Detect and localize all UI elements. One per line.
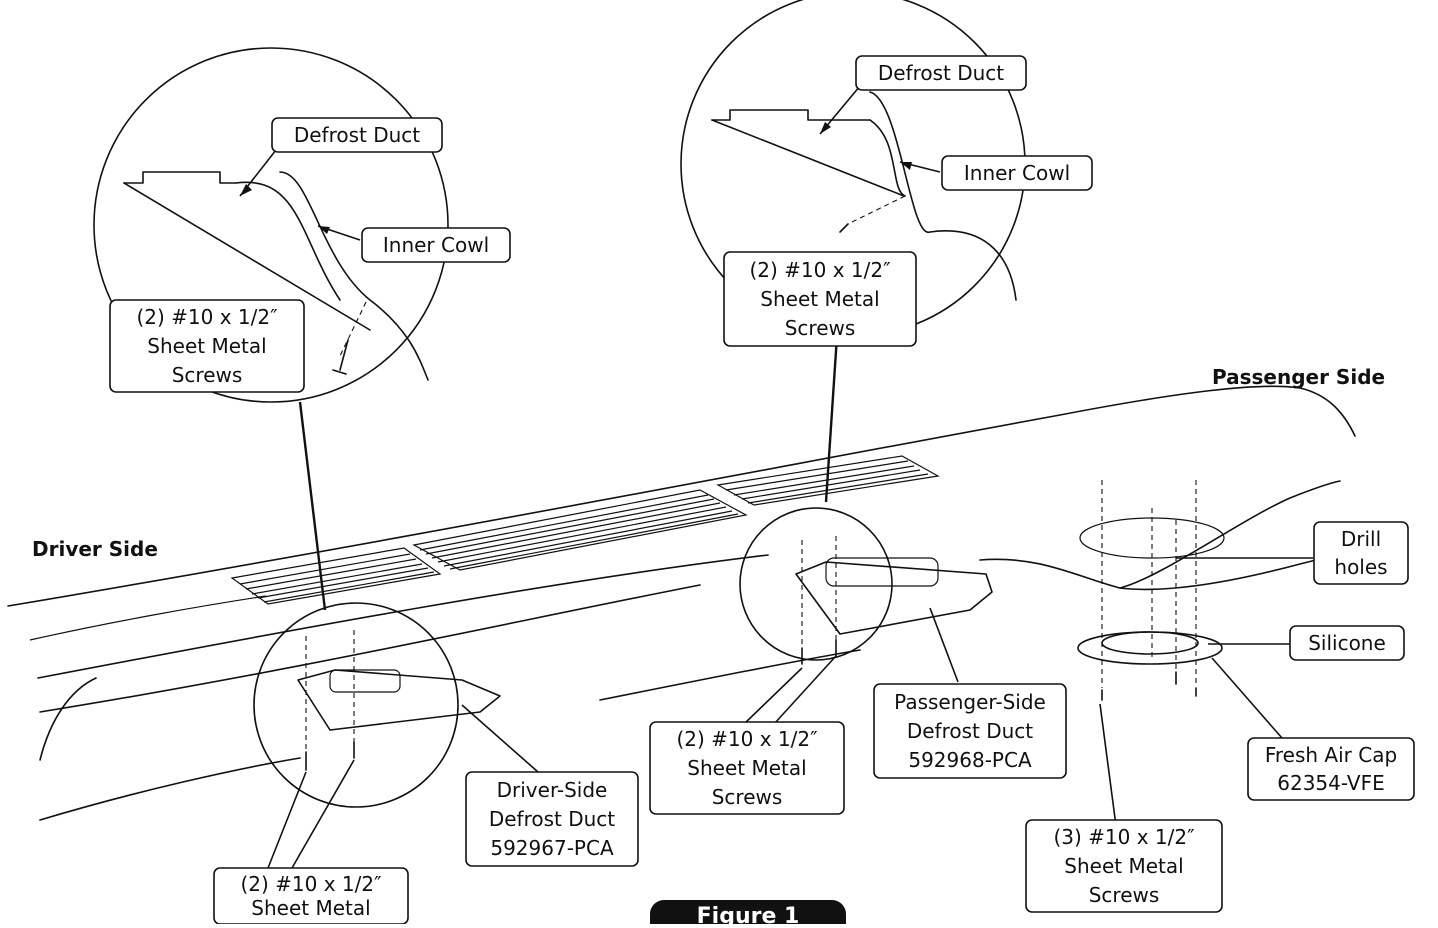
svg-text:(2) #10 x 1/2″: (2) #10 x 1/2″	[749, 258, 890, 282]
passenger-duct-circle	[739, 507, 993, 725]
svg-text:Screws: Screws	[785, 316, 856, 340]
svg-text:Inner Cowl: Inner Cowl	[964, 161, 1070, 185]
svg-text:Figure 1: Figure 1	[697, 904, 800, 924]
svg-text:Driver-Side: Driver-Side	[497, 778, 608, 802]
svg-text:holes: holes	[1334, 555, 1387, 579]
svg-text:592967-PCA: 592967-PCA	[490, 836, 614, 860]
driver-duct-leader	[461, 704, 539, 773]
driver-side-label: Driver Side	[32, 537, 158, 561]
left-defrost-duct-callout: Defrost Duct	[271, 117, 443, 153]
figure-label: Figure 1	[650, 900, 846, 928]
svg-text:Sheet Metal: Sheet Metal	[251, 896, 370, 920]
svg-text:Passenger-Side: Passenger-Side	[894, 690, 1046, 714]
svg-text:Sheet Metal: Sheet Metal	[147, 334, 266, 358]
svg-text:Defrost Duct: Defrost Duct	[489, 807, 615, 831]
left-callout-arrows	[239, 149, 361, 241]
passenger-duct-leader	[929, 607, 959, 683]
driver-zoom-leader	[298, 401, 327, 611]
svg-text:Screws: Screws	[1089, 883, 1160, 907]
left-zoom-screws-callout: (2) #10 x 1/2″ Sheet Metal Screws	[109, 299, 305, 393]
svg-text:Sheet Metal: Sheet Metal	[1064, 854, 1183, 878]
svg-text:(2) #10 x 1/2″: (2) #10 x 1/2″	[136, 305, 277, 329]
cap-screws-callout: (3) #10 x 1/2″ Sheet Metal Screws	[1025, 819, 1223, 913]
passenger-duct-callout: Passenger-Side Defrost Duct 592968-PCA	[873, 683, 1067, 779]
svg-text:Drill: Drill	[1341, 527, 1381, 551]
svg-text:(3) #10 x 1/2″: (3) #10 x 1/2″	[1053, 825, 1194, 849]
svg-text:Screws: Screws	[172, 363, 243, 387]
driver-duct-circle	[253, 602, 501, 869]
left-inner-cowl-callout: Inner Cowl	[361, 227, 511, 263]
svg-text:(2) #10 x 1/2″: (2) #10 x 1/2″	[676, 727, 817, 751]
right-inner-cowl-callout: Inner Cowl	[941, 155, 1093, 191]
svg-text:62354-VFE: 62354-VFE	[1277, 771, 1385, 795]
svg-text:Inner Cowl: Inner Cowl	[383, 233, 489, 257]
passenger-screws-callout: (2) #10 x 1/2″ Sheet Metal Screws	[649, 721, 845, 815]
driver-zoom-detail	[93, 47, 449, 403]
passenger-zoom-leader	[824, 335, 839, 503]
svg-text:Fresh Air Cap: Fresh Air Cap	[1265, 743, 1397, 767]
dashboard-outline	[7, 385, 1359, 821]
svg-text:Defrost Duct: Defrost Duct	[907, 719, 1033, 743]
right-defrost-duct-callout: Defrost Duct	[855, 55, 1027, 91]
svg-text:592968-PCA: 592968-PCA	[908, 748, 1032, 772]
svg-text:Sheet Metal: Sheet Metal	[760, 287, 879, 311]
driver-screws-callout: (2) #10 x 1/2″ Sheet Metal	[213, 867, 409, 925]
passenger-side-label: Passenger Side	[1212, 365, 1385, 389]
svg-text:Screws: Screws	[712, 785, 783, 809]
fresh-air-cap-callout: Fresh Air Cap 62354-VFE	[1247, 737, 1415, 801]
svg-text:Defrost Duct: Defrost Duct	[878, 61, 1004, 85]
right-zoom-screws-callout: (2) #10 x 1/2″ Sheet Metal Screws	[723, 251, 917, 347]
driver-duct-callout: Driver-Side Defrost Duct 592967-PCA	[465, 771, 639, 867]
silicone-callout: Silicone	[1289, 625, 1405, 661]
right-callout-arrows	[819, 85, 941, 173]
svg-text:Silicone: Silicone	[1308, 631, 1386, 655]
dash-vents	[230, 455, 940, 605]
svg-text:Sheet Metal: Sheet Metal	[687, 756, 806, 780]
drill-holes-callout: Drill holes	[1313, 521, 1409, 585]
svg-text:(2) #10 x 1/2″: (2) #10 x 1/2″	[240, 872, 381, 896]
svg-text:Defrost Duct: Defrost Duct	[294, 123, 420, 147]
